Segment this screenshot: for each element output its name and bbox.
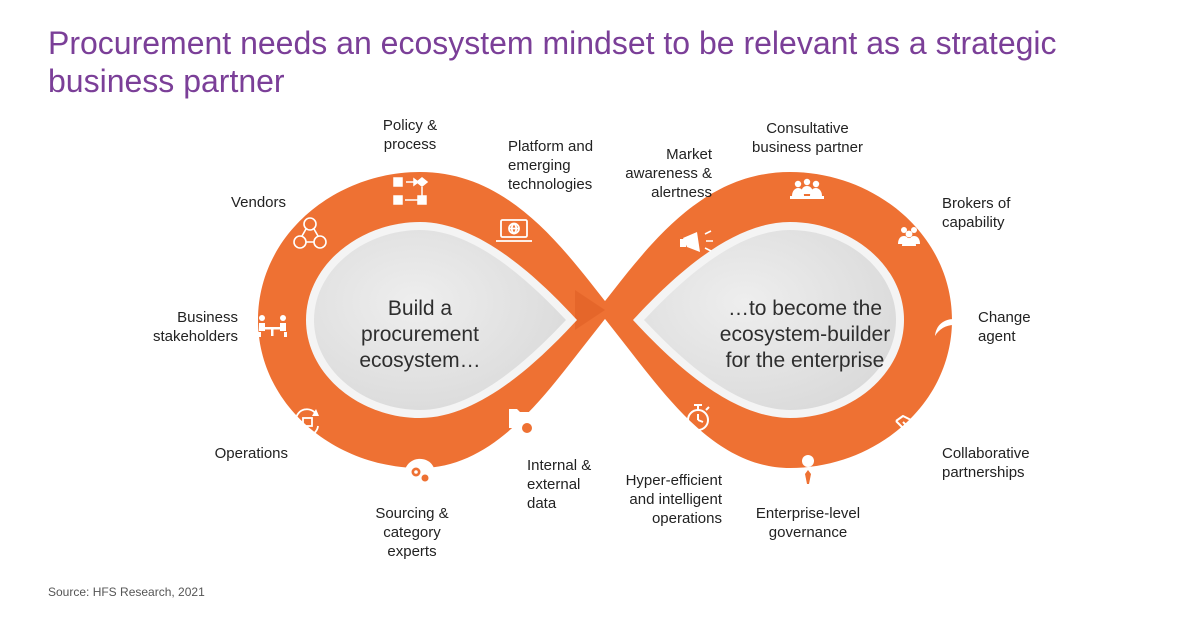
label-line: experts (387, 543, 437, 560)
left-center-text: Build a procurement ecosystem… (330, 296, 510, 374)
label-line: external (527, 476, 581, 493)
label-hyper-efficient-operations: Hyper-efficient and intelligent operatio… (592, 471, 722, 528)
label-line: Consultative (766, 120, 849, 137)
label-line: Hyper-efficient (625, 472, 722, 489)
label-line: business partner (752, 139, 863, 156)
label-line: category (383, 524, 441, 541)
label-line: emerging (508, 157, 571, 174)
label-line: operations (651, 510, 722, 527)
platform-laptop-globe-icon (496, 219, 532, 242)
label-line: Internal & (527, 457, 592, 474)
right-center-text: …to become the ecosystem-builder for the… (700, 296, 910, 374)
label-line: process (383, 136, 437, 153)
internal-external-data-folder-icon (509, 409, 538, 439)
label-enterprise-governance: Enterprise-level governance (738, 504, 878, 542)
right-center-line: for the enterprise (725, 349, 885, 372)
label-change-agent: Change agent (978, 308, 1078, 346)
left-center-line: procurement (361, 323, 479, 346)
right-center-line: ecosystem-builder (719, 323, 891, 346)
label-platform-technologies: Platform and emerging technologies (508, 137, 628, 194)
label-line: technologies (508, 176, 593, 193)
label-line: governance (768, 524, 848, 541)
page-title: Procurement needs an ecosystem mindset t… (48, 25, 1057, 99)
label-operations: Operations (168, 444, 288, 463)
label-sourcing-experts: Sourcing & category experts (352, 504, 472, 561)
label-internal-external-data: Internal & external data (527, 456, 627, 513)
label-line: Vendors (230, 194, 286, 211)
label-line: awareness & (625, 165, 712, 182)
consultative-partner-team-icon (790, 178, 824, 199)
ribbon-crossing (575, 290, 605, 330)
right-inner-shape (633, 222, 904, 418)
hyper-efficient-stopwatch-icon (687, 404, 710, 431)
right-center-line: …to become the (727, 297, 883, 320)
left-center-line: ecosystem… (359, 349, 481, 372)
policy-process-flow-icon (393, 177, 429, 205)
label-policy-process: Policy & process (360, 116, 460, 154)
brokers-capability-group-icon (898, 227, 920, 246)
label-line: Business (177, 309, 238, 326)
operations-cycle-icon (295, 408, 319, 437)
label-line: partnerships (942, 464, 1025, 481)
collaborative-handshake-icon (895, 415, 926, 432)
label-line: Collaborative (942, 445, 1030, 462)
label-line: agent (978, 328, 1016, 345)
left-center-line: Build a (387, 297, 453, 320)
label-line: alertness (651, 184, 712, 201)
market-awareness-megaphone-icon (680, 230, 713, 252)
label-business-stakeholders: Business stakeholders (118, 308, 238, 346)
label-line: stakeholders (152, 328, 238, 345)
label-collaborative-partnerships: Collaborative partnerships (942, 444, 1072, 482)
label-line: capability (942, 214, 1005, 231)
label-line: Change (978, 309, 1031, 326)
label-brokers-capability: Brokers of capability (942, 194, 1062, 232)
label-line: data (527, 495, 557, 512)
label-line: Policy & (382, 117, 438, 134)
label-line: Enterprise-level (755, 505, 861, 522)
label-line: and intelligent (629, 491, 722, 508)
label-vendors: Vendors (186, 193, 286, 212)
label-line: Operations (214, 445, 288, 462)
label-line: Platform and (508, 138, 594, 155)
governance-person-tie-icon (795, 455, 821, 486)
sourcing-experts-head-gears-icon (403, 458, 438, 497)
business-stakeholders-meeting-icon (258, 315, 287, 337)
left-inner-shape (306, 222, 577, 418)
change-agent-arrow-icon (935, 314, 964, 336)
label-consultative-partner: Consultative business partner (730, 119, 885, 157)
vendors-network-icon (293, 217, 327, 249)
label-line: Market (666, 146, 712, 163)
label-line: Brokers of (942, 195, 1011, 212)
label-market-awareness: Market awareness & alertness (592, 145, 712, 202)
label-line: Sourcing & (375, 505, 449, 522)
source-note: Source: HFS Research, 2021 (48, 585, 205, 599)
